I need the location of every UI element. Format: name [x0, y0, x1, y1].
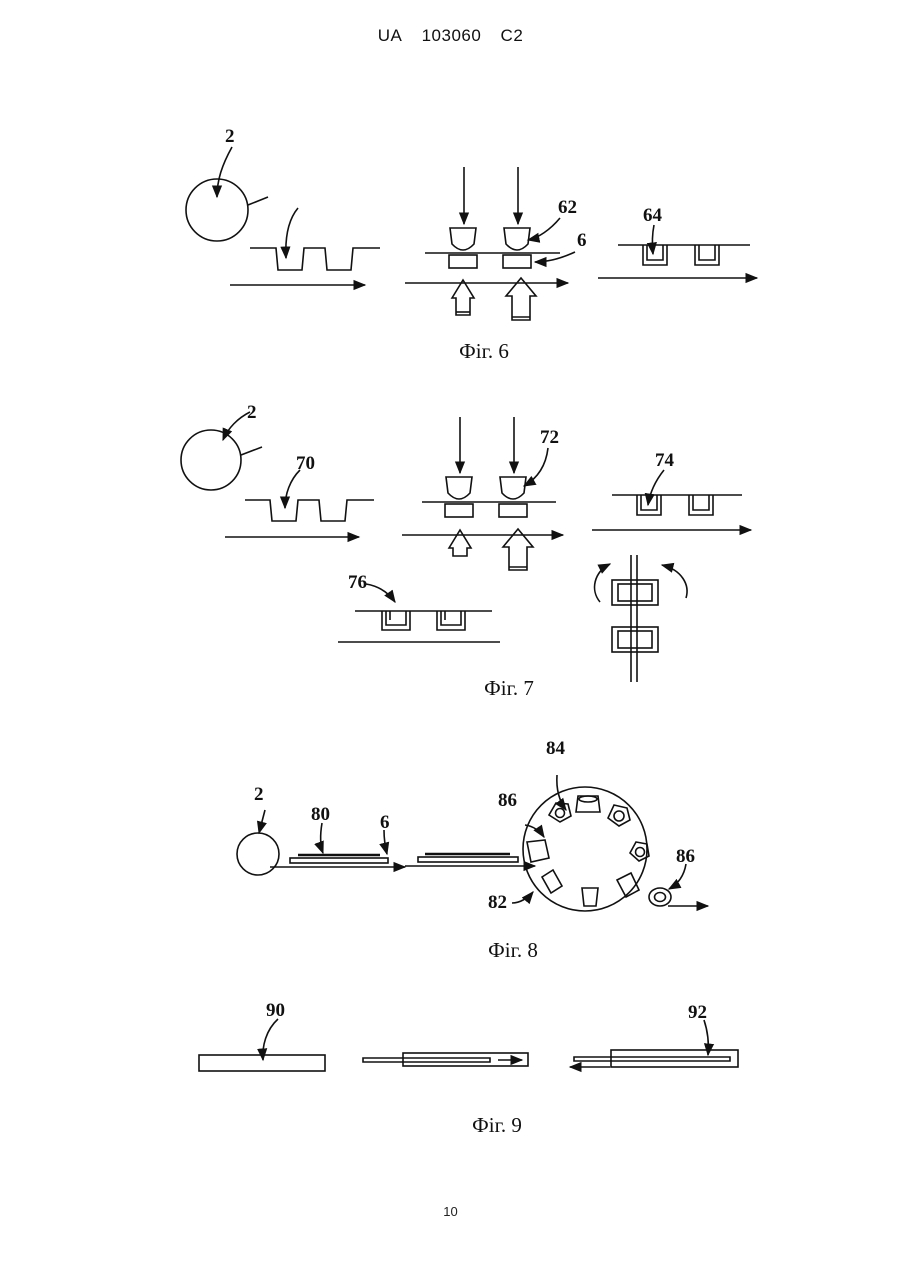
fig7-label-punch: 72	[540, 427, 559, 448]
fig6-punch-leader	[528, 218, 560, 240]
fig7-lower-wheel-inner	[618, 631, 652, 648]
fig7-output-cup-2	[437, 611, 465, 630]
fig7-roll	[181, 430, 241, 490]
fig8-roll	[237, 833, 279, 875]
fig7-rotation-arrow-left	[595, 564, 610, 602]
fig6-roll-leader	[217, 147, 232, 197]
fig8-pocket	[582, 888, 598, 906]
fig8-label-cup-in: 86	[498, 790, 517, 811]
fig8-pocket	[608, 805, 630, 826]
fig7-caption: Фіг. 7	[484, 676, 534, 700]
fig8-roll-leader	[259, 810, 265, 833]
fig8-label-wheel: 84	[546, 738, 566, 759]
fig8-sheet-leader	[384, 830, 387, 854]
fig7-output-leader	[366, 584, 395, 602]
fig7-punch-2	[500, 477, 526, 499]
fig8-pocket-leader	[512, 892, 533, 903]
fig8-wheel	[523, 787, 647, 911]
fig8-cup-out-leader	[669, 864, 686, 889]
fig6-label-sheet: 6	[577, 230, 587, 251]
fig6-caption: Фіг. 6	[459, 339, 509, 363]
fig7-label-roll: 2	[247, 402, 257, 423]
fig9-caption: Фіг. 9	[472, 1113, 522, 1137]
fig6-cup-2	[695, 245, 719, 265]
fig8-label-cup-out: 86	[676, 846, 695, 867]
fig7-label-web: 70	[296, 453, 315, 474]
fig9-label-tube: 92	[688, 1002, 707, 1023]
fig7-roll-tail	[241, 447, 262, 455]
fig8-label-sheet: 6	[380, 812, 390, 833]
fig7-cup-2	[689, 495, 713, 515]
fig7-die-2	[499, 504, 527, 517]
fig7-roll-leader	[223, 412, 250, 440]
fig8-strip-2	[418, 857, 518, 862]
fig7-punch-leader	[524, 448, 548, 486]
fig6-up-arrow-1	[452, 280, 474, 315]
fig8-wheel-pockets	[527, 796, 649, 906]
fig6-punch-2	[504, 228, 530, 250]
fig6-label-punch: 62	[558, 197, 577, 218]
fig6-cup-leader	[652, 225, 654, 254]
fig6-formed-web	[250, 248, 380, 270]
fig8-pocket-hole	[614, 811, 624, 821]
fig6-punch-1	[450, 228, 476, 250]
fig6-label-roll: 2	[225, 126, 235, 147]
fig7-punch-1	[446, 477, 472, 499]
fig6-up-arrow-2	[506, 278, 536, 320]
fig7-formed-web	[245, 500, 374, 521]
figure-8	[237, 775, 708, 911]
fig9-blank-leader	[263, 1019, 278, 1060]
reference-numerals: 2 62 6 64 2 70 72 74 76 2 80 6 84 86 86 …	[225, 126, 707, 1023]
fig7-upper-wheel-inner	[618, 584, 652, 601]
fig6-web-leader	[286, 208, 298, 258]
figure-9	[199, 1019, 738, 1071]
fig8-strip	[290, 858, 388, 863]
fig8-cup-out-hole	[655, 893, 666, 902]
fig6-roll-tail	[248, 197, 268, 205]
fig6-cup-1	[643, 245, 667, 265]
fig7-label-cup: 74	[655, 450, 675, 471]
page-number: 10	[0, 1204, 901, 1219]
fig9-blank	[199, 1055, 325, 1071]
fig8-strip-leader	[321, 823, 323, 853]
figure-captions: Фіг. 6 Фіг. 7 Фіг. 8 Фіг. 9	[459, 339, 538, 1137]
fig8-pocket-hole	[556, 809, 565, 818]
fig8-caption: Фіг. 8	[488, 938, 538, 962]
fig7-up-arrow-1	[449, 530, 471, 556]
fig9-outer-tube	[611, 1050, 738, 1067]
fig8-pocket-hole	[636, 848, 645, 857]
fig8-pocket	[542, 870, 562, 893]
figure-6	[186, 147, 757, 320]
fig9-inner-tube	[574, 1057, 730, 1061]
fig6-die-1	[449, 255, 477, 268]
fig7-die-1	[445, 504, 473, 517]
fig9-inserted-strip	[363, 1058, 490, 1062]
fig6-label-cup: 64	[643, 205, 663, 226]
fig8-cup-out	[649, 888, 671, 906]
fig7-rotation-arrow-right	[662, 565, 687, 598]
fig9-label-blank: 90	[266, 1000, 285, 1021]
fig8-label-roll: 2	[254, 784, 264, 805]
fig8-label-strip: 80	[311, 804, 330, 825]
fig6-die-2	[503, 255, 531, 268]
fig7-label-output: 76	[348, 572, 367, 593]
fig8-pocket-rim	[579, 796, 597, 802]
fig8-label-pocket: 82	[488, 892, 507, 913]
fig7-output-cup-1	[382, 611, 410, 630]
fig8-pocket-entry	[527, 840, 549, 862]
fig8-pocket	[549, 803, 571, 822]
